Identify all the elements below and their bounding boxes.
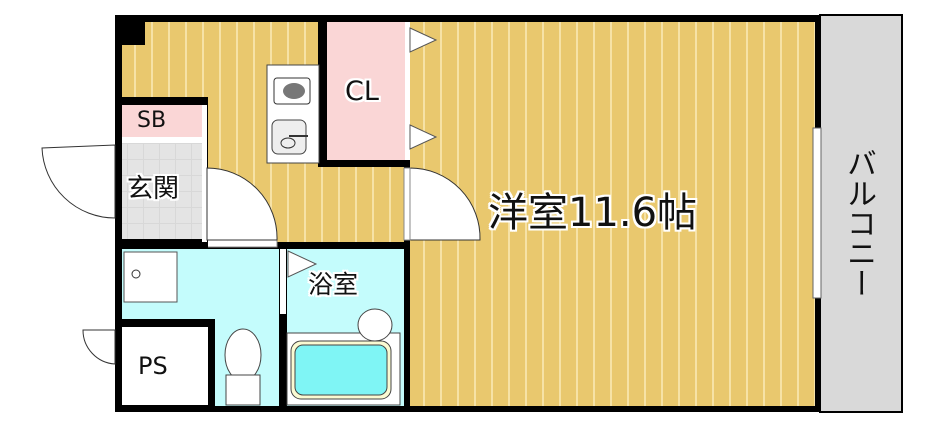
western-room-label: 洋室11.6帖 bbox=[488, 190, 698, 236]
shoe-box bbox=[122, 105, 202, 137]
bathroom-label: 浴室 bbox=[308, 270, 359, 299]
pipe-space bbox=[122, 327, 208, 405]
balcony bbox=[819, 14, 903, 413]
entrance-label: 玄関 bbox=[127, 174, 180, 204]
balcony-window[interactable] bbox=[812, 127, 822, 299]
entrance-door[interactable] bbox=[41, 144, 116, 219]
ps-door[interactable] bbox=[82, 329, 116, 365]
room-door[interactable] bbox=[409, 167, 481, 241]
closet-label: CL bbox=[345, 76, 379, 107]
balcony-label: バルコニー bbox=[841, 148, 876, 298]
shoe-box-label: SB bbox=[137, 108, 167, 133]
washbasin-icon bbox=[357, 308, 393, 342]
pipe-space-label: PS bbox=[138, 352, 168, 380]
toilet-icon bbox=[224, 328, 262, 382]
entrance-tiles bbox=[122, 143, 202, 239]
kitchen-door[interactable] bbox=[206, 167, 278, 241]
washing-machine-space bbox=[123, 251, 178, 303]
